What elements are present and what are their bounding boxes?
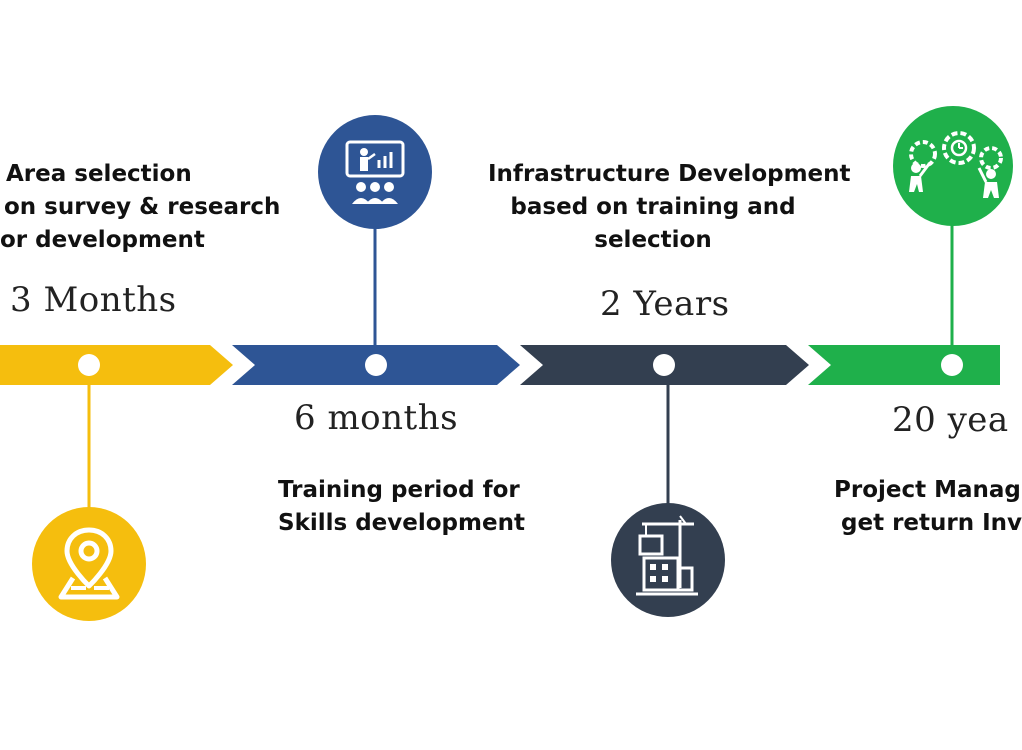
stage-1-description: Area selection on survey & research or d…	[0, 158, 281, 257]
stage-4-description-line: get return Inv	[841, 510, 1022, 536]
teamwork-gears-clock-icon	[893, 106, 1013, 226]
timeline-diagram: Area selection on survey & research or d…	[0, 106, 1022, 621]
connectors	[87, 225, 954, 520]
stage-4-description: Project Manag get return Inv	[834, 474, 1022, 540]
stage-2-duration: 6 months	[294, 398, 459, 438]
stage-3-description-line: selection	[594, 227, 712, 253]
stage-3-duration: 2 Years	[600, 284, 730, 324]
stage-3-description-line: based on training and	[510, 194, 796, 220]
node-stage-1	[78, 354, 100, 376]
stage-2-description: Training period for Skills development	[278, 474, 525, 540]
stage-4-duration: 20 yea	[892, 400, 1009, 440]
arrow-stage-4	[808, 345, 1000, 385]
presentation-training-icon	[318, 115, 432, 229]
map-pin-icon	[32, 507, 146, 621]
stage-1-duration: 3 Months	[10, 280, 177, 320]
stage-1-description-line: or development	[0, 227, 205, 253]
node-stage-4	[941, 354, 963, 376]
stage-2-description-line: Training period for	[278, 477, 520, 503]
stage-3-description: Infrastructure Development based on trai…	[488, 158, 851, 257]
stage-3-description-line: Infrastructure Development	[488, 161, 851, 187]
arrow-stage-1	[0, 345, 233, 385]
node-stage-2	[365, 354, 387, 376]
stage-2-description-line: Skills development	[278, 510, 525, 536]
stage-4-description-line: Project Manag	[834, 477, 1021, 503]
node-stage-3	[653, 354, 675, 376]
building-construction-crane-icon	[611, 503, 725, 617]
stage-1-description-line: Area selection	[6, 161, 192, 187]
stage-1-description-line: on survey & research	[4, 194, 281, 220]
timeline-arrows	[0, 345, 1000, 385]
